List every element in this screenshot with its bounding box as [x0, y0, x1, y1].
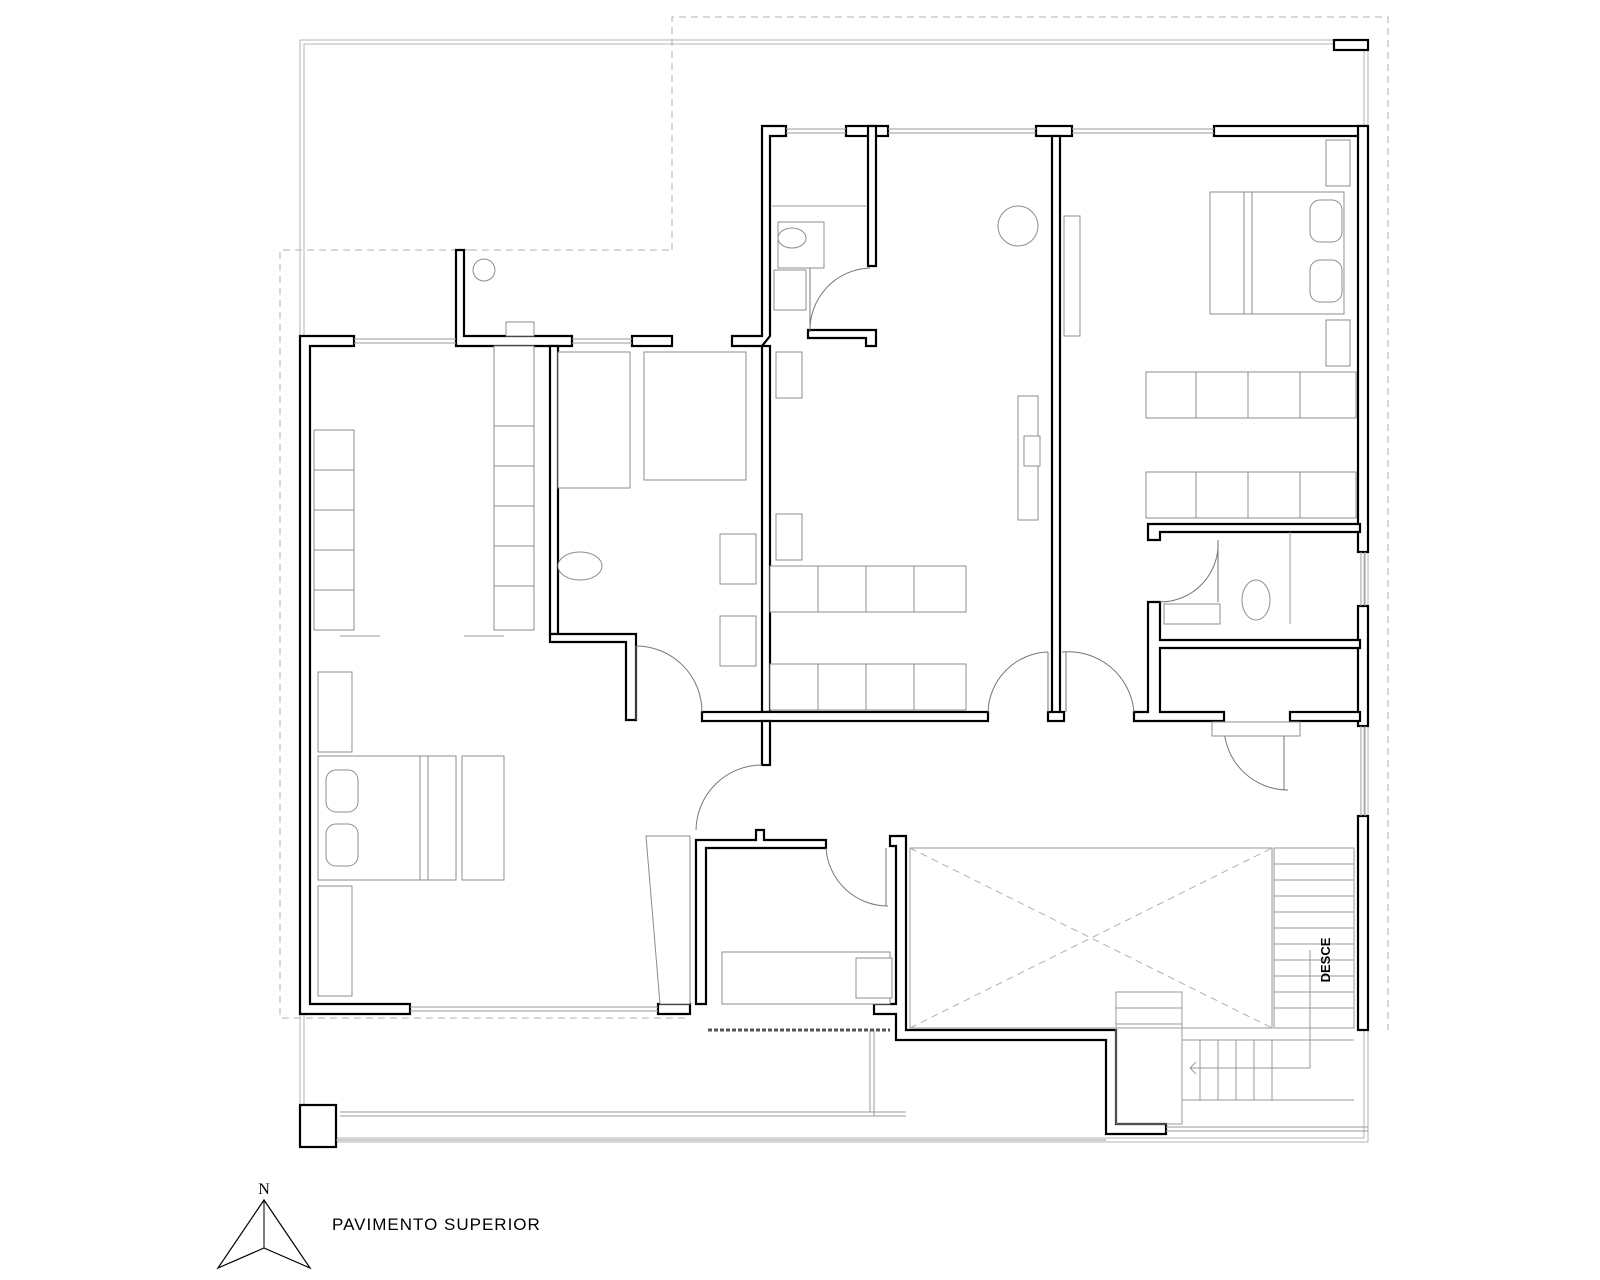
drawing-title: PAVIMENTO SUPERIOR	[332, 1215, 541, 1234]
staircase: DESCE	[1115, 847, 1355, 1125]
doors	[635, 267, 1289, 907]
interior-walls	[548, 124, 1362, 1136]
stair-label: DESCE	[1318, 937, 1333, 982]
stair-void	[909, 847, 1273, 1029]
north-label: N	[258, 1181, 270, 1198]
windows	[336, 128, 1368, 1141]
furniture	[313, 139, 1357, 1005]
north-arrow-icon	[216, 1198, 312, 1270]
exterior-walls	[298, 38, 1370, 1149]
